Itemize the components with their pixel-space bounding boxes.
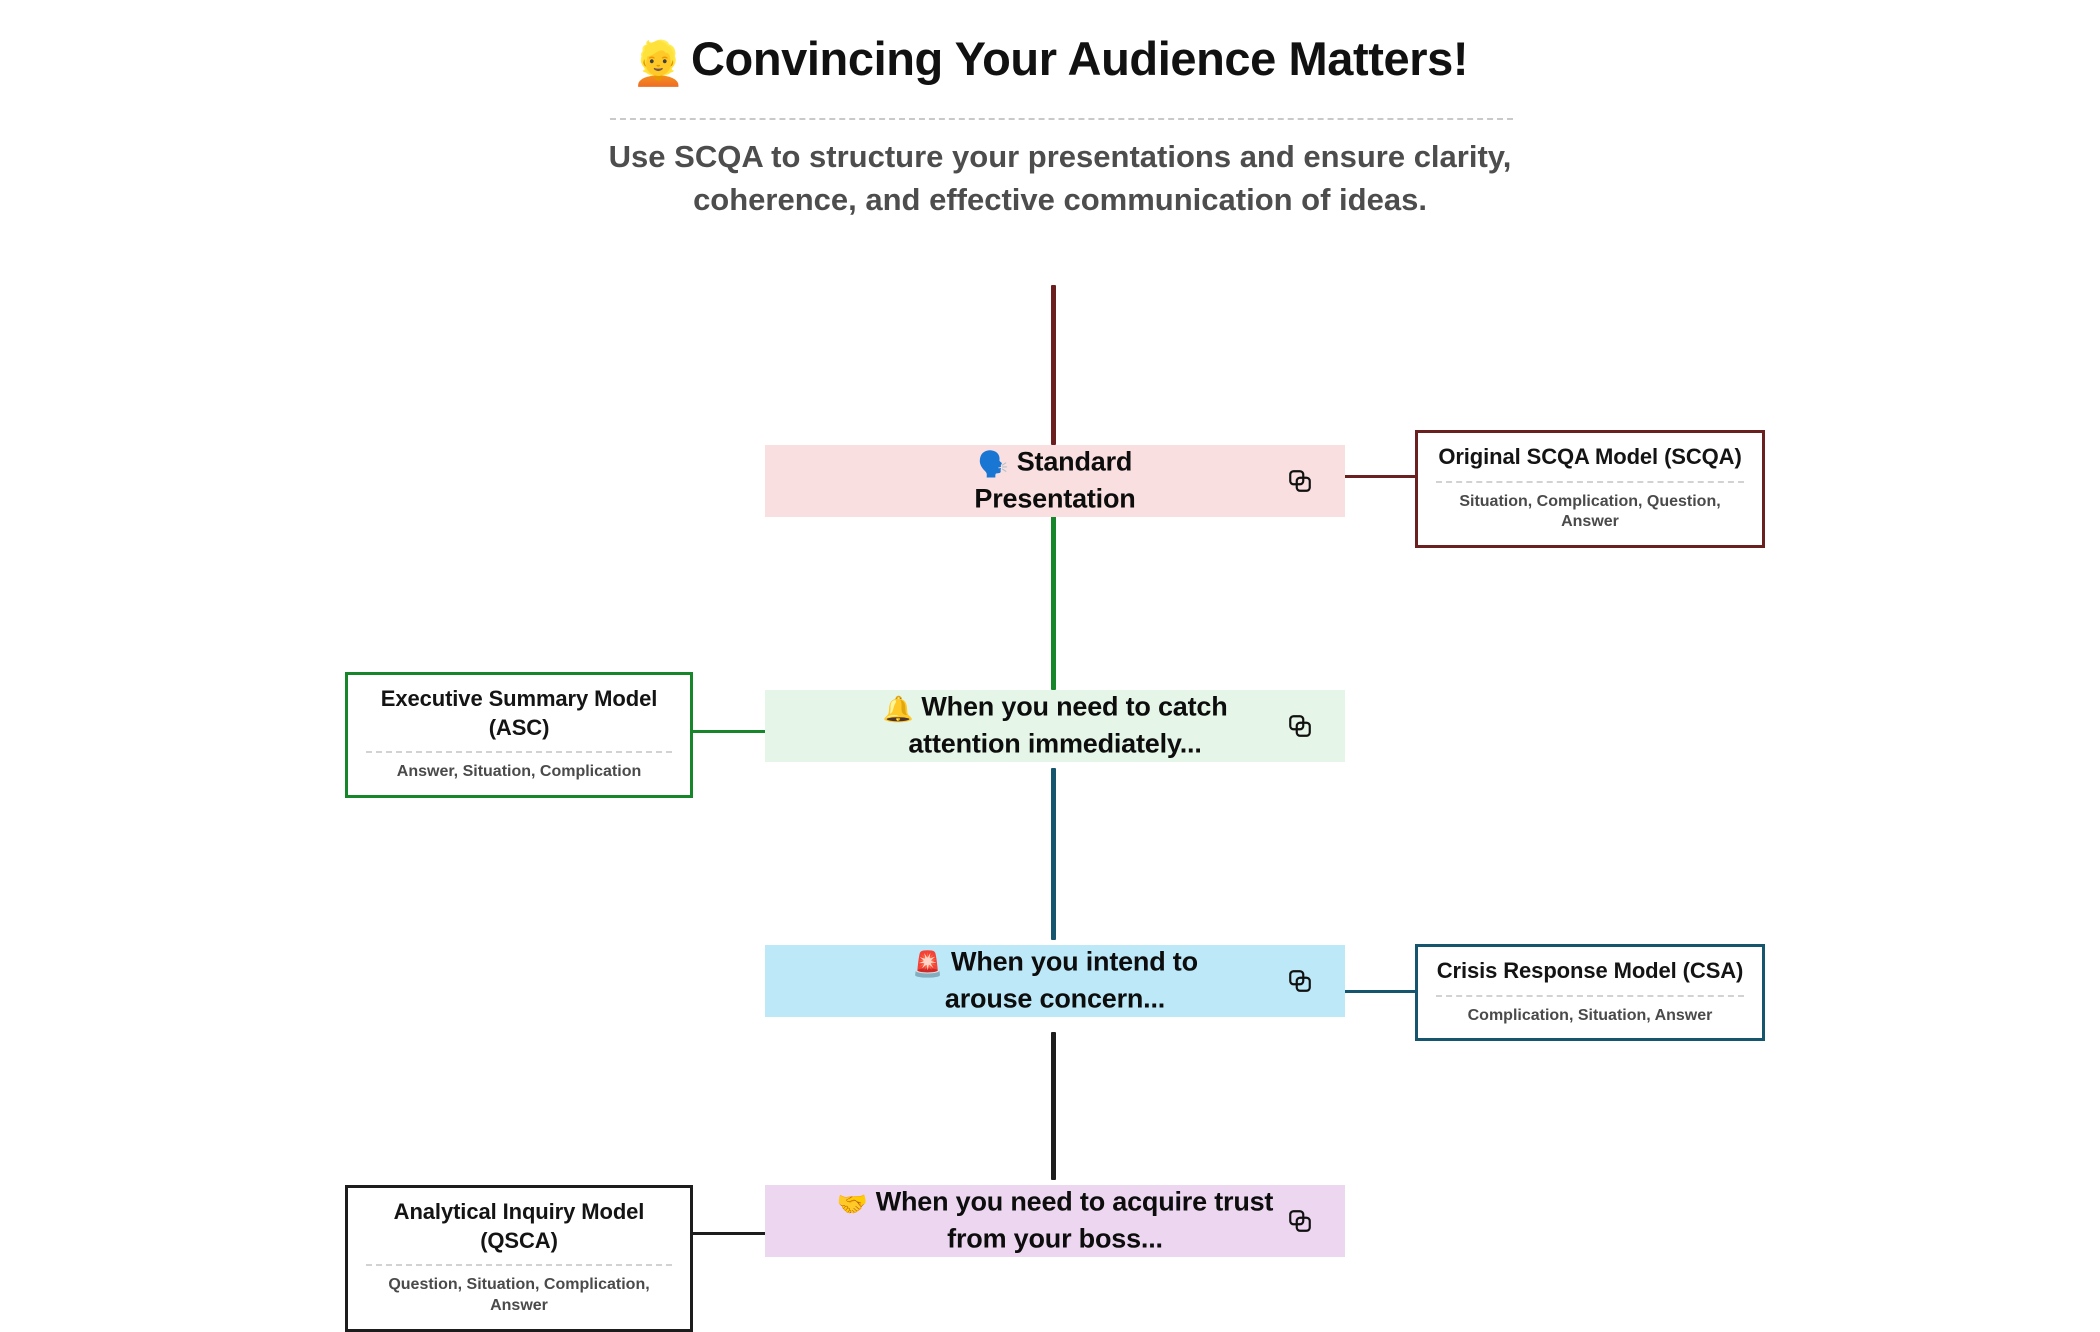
model-card-executive-summary[interactable]: Executive Summary Model (ASC) Answer, Si… [345,672,693,798]
model-card-original-scqa[interactable]: Original SCQA Model (SCQA) Situation, Co… [1415,430,1765,549]
title-divider [610,118,1513,120]
connector-trunk-2-3 [1051,768,1056,940]
person-blond-hair-icon: 👱 [631,40,686,88]
model-card-separator [1436,480,1744,483]
model-card-title: Original SCQA Model (SCQA) [1438,444,1742,469]
model-card-subtitle: Complication, Situation, Answer [1467,1006,1713,1024]
connector-stub-card-4 [690,1232,768,1235]
model-card-separator [1436,994,1744,997]
page-title: 👱Convincing Your Audience Matters! [0,0,2100,92]
model-card-subtitle: Question, Situation, Complication, Answe… [388,1276,650,1314]
connector-stub-card-2 [690,730,768,733]
copy-icon[interactable] [1287,968,1313,994]
copy-icon[interactable] [1287,468,1313,494]
page-header: 👱Convincing Your Audience Matters! [0,0,2100,92]
page-title-text: Convincing Your Audience Matters! [690,32,1469,85]
model-card-subtitle: Answer, Situation, Complication [396,763,642,781]
model-card-separator [366,751,672,754]
bell-icon: 🔔 [882,695,914,724]
connector-stub-card-1 [1345,475,1415,478]
model-card-separator [366,1264,672,1267]
copy-icon[interactable] [1287,1208,1313,1234]
copy-icon[interactable] [1287,713,1313,739]
model-card-title: Executive Summary Model (ASC) [380,686,658,740]
page-subtitle: Use SCQA to structure your presentations… [608,139,1512,217]
model-card-title: Analytical Inquiry Model (QSCA) [393,1199,645,1253]
connector-trunk-3-4 [1051,1032,1056,1180]
handshake-icon: 🤝 [836,1190,868,1219]
connector-trunk-top [1051,285,1056,445]
model-card-subtitle: Situation, Complication, Question, Answe… [1459,492,1721,531]
model-card-crisis-response[interactable]: Crisis Response Model (CSA) Complication… [1415,944,1765,1042]
model-card-analytical-inquiry[interactable]: Analytical Inquiry Model (QSCA) Question… [345,1185,693,1332]
police-light-icon: 🚨 [912,950,944,979]
speaking-head-icon: 🗣️ [977,450,1009,479]
model-card-title: Crisis Response Model (CSA) [1436,958,1744,983]
connector-stub-card-3 [1345,990,1415,993]
connector-trunk-1-2 [1051,512,1056,690]
